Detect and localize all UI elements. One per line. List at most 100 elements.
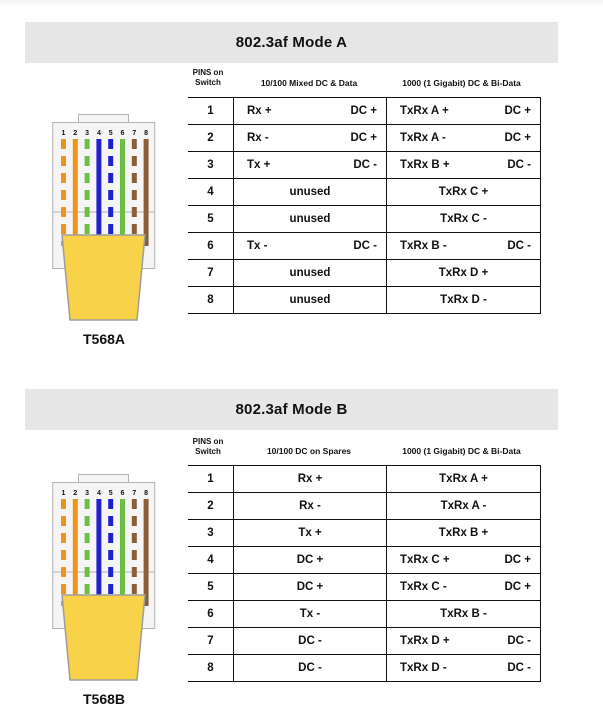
signal-cell: DC + — [233, 573, 387, 601]
pin-number: 5 — [109, 130, 113, 137]
pin-number-cell: 6 — [188, 232, 234, 260]
signal-label: TxRx D - — [400, 662, 447, 674]
signal-label: unused — [289, 186, 331, 198]
cable-boot — [61, 594, 146, 681]
signal-cell: TxRx C - DC + — [386, 573, 541, 601]
pin-number: 6 — [121, 130, 125, 137]
pins-header-line2: Switch — [195, 77, 221, 87]
signal-label: TxRx C - — [440, 213, 487, 225]
signal-cell: Rx + — [233, 465, 387, 493]
cable-boot — [61, 234, 146, 321]
signal-cell: Tx + — [233, 519, 387, 547]
connector-label-t568b: T568B — [82, 691, 126, 707]
signal-label: DC - — [298, 662, 322, 674]
pin-number-cell: 3 — [188, 151, 234, 179]
signal-cell: TxRx D - DC - — [386, 654, 541, 682]
signal-label: DC + — [296, 554, 324, 566]
top-divider — [0, 0, 603, 7]
column-header-10-100: 10/100 Mixed DC & Data — [260, 78, 358, 88]
signal-cell: Tx - — [233, 600, 387, 628]
signal-label: Tx + — [298, 527, 322, 539]
signal-label: Rx - — [247, 132, 269, 144]
pin-number: 7 — [132, 130, 136, 137]
table-row: 2 Rx - TxRx A - — [188, 492, 541, 520]
signal-label: Tx - — [247, 240, 268, 252]
section-title-mode-b: 802.3af Mode B — [25, 389, 558, 430]
pin-number-cell: 2 — [188, 124, 234, 152]
signal-cell: TxRx C - — [386, 205, 541, 233]
signal-label: TxRx C - — [400, 581, 447, 593]
pin-number-cell: 1 — [188, 97, 234, 125]
signal-label: DC + — [504, 554, 531, 566]
pin-number-cell: 4 — [188, 546, 234, 574]
signal-label: DC + — [296, 581, 324, 593]
signal-label: DC + — [504, 581, 531, 593]
signal-cell: TxRx A +DC + — [386, 97, 541, 125]
pins-header-line2: Switch — [195, 446, 221, 456]
signal-cell: unused — [233, 286, 387, 314]
signal-label: unused — [289, 267, 331, 279]
signal-cell: TxRx D - — [386, 286, 541, 314]
pin-number-cell: 4 — [188, 178, 234, 206]
pin-number-cell: 6 — [188, 600, 234, 628]
signal-cell: Rx - — [233, 492, 387, 520]
signal-cell: DC - — [233, 654, 387, 682]
column-header-1000: 1000 (1 Gigabit) DC & Bi-Data — [402, 446, 521, 456]
pin-number: 2 — [73, 130, 77, 137]
signal-label: Tx + — [247, 159, 271, 171]
signal-cell: TxRx A - — [386, 492, 541, 520]
pins-header-line1: PINS on — [192, 437, 224, 446]
signal-cell: TxRx B -DC - — [386, 232, 541, 260]
pin-number: 8 — [144, 130, 148, 137]
column-header-10-100: 10/100 DC on Spares — [266, 446, 352, 456]
signal-cell: TxRx D +DC - — [386, 627, 541, 655]
table-row: 1 Rx + DC + TxRx A +DC + — [188, 97, 541, 125]
signal-cell: TxRx A + — [386, 465, 541, 493]
signal-label: DC - — [507, 662, 531, 674]
pin-number: 1 — [62, 490, 66, 497]
pin-number: 5 — [109, 490, 113, 497]
signal-label: unused — [289, 294, 331, 306]
pin-number-cell: 8 — [188, 286, 234, 314]
pin-number: 1 — [62, 130, 66, 137]
signal-cell: Tx -DC - — [233, 232, 387, 260]
signal-label: Rx - — [299, 500, 321, 512]
table-row: 8 unused TxRx D - — [188, 286, 541, 314]
signal-cell: unused — [233, 259, 387, 287]
pin-number: 6 — [121, 490, 125, 497]
pin-number-cell: 5 — [188, 205, 234, 233]
table-row: 2 Rx - DC +TxRx A -DC + — [188, 124, 541, 152]
signal-label: DC - — [507, 240, 531, 252]
signal-cell: DC + — [233, 546, 387, 574]
signal-label: DC + — [504, 132, 531, 144]
pin-number: 2 — [73, 490, 77, 497]
signal-label: TxRx B + — [400, 159, 450, 171]
signal-label: DC + — [350, 105, 377, 117]
pin-number: 4 — [97, 130, 101, 137]
signal-cell: unused — [233, 178, 387, 206]
signal-cell: TxRx A -DC + — [386, 124, 541, 152]
signal-label: Tx - — [299, 608, 321, 620]
signal-cell: DC - — [233, 627, 387, 655]
signal-label: TxRx A + — [439, 473, 488, 485]
pin-number-cell: 3 — [188, 519, 234, 547]
pins-on-switch-header: PINS on Switch — [185, 437, 231, 456]
signal-label: Rx + — [247, 105, 272, 117]
pin-number-cell: 2 — [188, 492, 234, 520]
signal-label: DC - — [353, 159, 377, 171]
signal-label: DC - — [507, 159, 531, 171]
pin-number-cell: 7 — [188, 627, 234, 655]
